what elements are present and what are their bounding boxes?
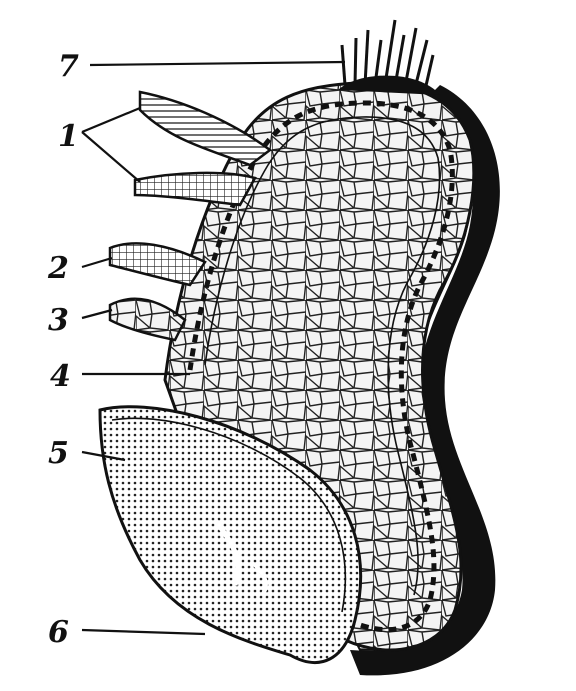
leader-2 [82,258,112,267]
leader-6 [82,630,205,634]
scale-2 [110,243,205,285]
label-2: 2 [47,251,69,286]
label-7: 7 [58,49,79,84]
leader-1a [82,108,140,132]
scale-1b [135,173,255,205]
scale-3 [110,299,185,340]
leader-3 [82,310,112,318]
label-6: 6 [48,615,69,650]
leader-1b [82,132,140,182]
label-3: 3 [48,303,69,338]
label-4: 4 [50,359,71,394]
label-1: 1 [58,119,79,154]
label-5: 5 [48,436,69,471]
leader-7 [90,62,345,65]
